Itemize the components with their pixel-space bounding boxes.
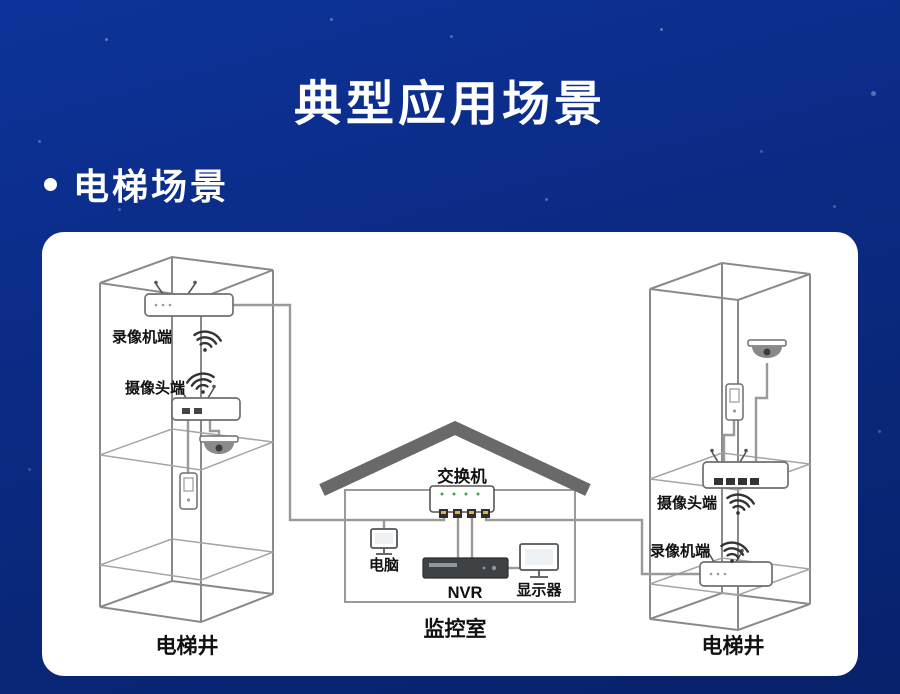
wifi-icon (190, 328, 224, 356)
pc-label: 电脑 (369, 556, 399, 574)
network-wires (186, 303, 769, 576)
wire-switch-to-right-shaft (484, 517, 700, 576)
switch-label: 交换机 (437, 466, 487, 486)
bridge-led (716, 572, 720, 576)
right-dome-camera (747, 339, 787, 358)
nvr-label: NVR (448, 584, 483, 602)
wifi-icon (723, 491, 757, 519)
bridge-led (709, 572, 713, 576)
bridge-led (168, 303, 172, 307)
nvr-knob (491, 565, 497, 571)
wire-bridge-to-dome (208, 420, 221, 437)
shaft-top-face (99, 255, 274, 300)
wire-bridge-to-wall-device (722, 420, 736, 462)
left-camera-bridge-device (171, 384, 241, 421)
pc-screen-inner (375, 533, 393, 544)
shaft-bottom-face (649, 591, 811, 632)
antenna (711, 451, 719, 463)
wall-device-button (732, 409, 737, 413)
antenna (207, 387, 215, 399)
wire-left-shaft-to-switch (233, 303, 446, 522)
monitor-label: 显示器 (516, 582, 562, 599)
bridge-led (154, 303, 158, 307)
left-recorder-bridge-device (144, 280, 234, 317)
antenna (155, 283, 164, 295)
port-pin (455, 511, 460, 514)
port-pin (469, 511, 474, 514)
background-stars (105, 38, 108, 41)
switch-led (452, 492, 456, 496)
dome-lens (763, 348, 771, 356)
wall-device-button (186, 498, 191, 502)
dome-mount (199, 435, 239, 443)
switch-led (476, 492, 480, 496)
bridge-body (144, 293, 234, 317)
antenna-tip (706, 548, 710, 553)
section-heading: 电梯场景 (44, 158, 229, 210)
bridge-led (723, 572, 727, 576)
port (738, 478, 747, 485)
port (182, 408, 190, 414)
left-camera-label: 摄像头端 (125, 379, 185, 397)
switch-body (429, 485, 495, 513)
network-diagram: 录像机端 摄像头端 电梯井 交换机 电脑 NVR 显示器 监控室 摄像头端 录像… (99, 255, 811, 658)
shaft-bottom-face (99, 579, 274, 624)
left-dome-camera (199, 435, 239, 454)
wire-bridge-to-dome (754, 363, 769, 462)
switch-device (429, 485, 495, 518)
bridge-body (171, 397, 241, 421)
pc-icon (370, 528, 398, 555)
antenna (707, 551, 715, 563)
antenna-tip (710, 448, 714, 453)
section-label: 电梯场景 (73, 166, 230, 207)
monitor-screen-inner (525, 549, 553, 565)
floor-slab (99, 428, 274, 471)
left-wall-device (179, 472, 198, 510)
control-room-caption: 监控室 (424, 617, 487, 641)
antenna (179, 387, 187, 399)
port-pin (483, 511, 488, 514)
port (194, 408, 202, 414)
right-camera-bridge-device (702, 448, 789, 489)
antenna (187, 283, 196, 295)
right-shaft-caption: 电梯井 (702, 634, 765, 658)
nvr-vent (429, 563, 457, 567)
left-recorder-label: 录像机端 (112, 328, 172, 346)
bridge-body (699, 561, 773, 587)
bridge-led (161, 303, 165, 307)
wall-device-window (183, 477, 194, 492)
shaft-top-face (649, 261, 811, 302)
switch-ports (439, 509, 490, 518)
switch-led (440, 492, 444, 496)
monitor-icon (519, 543, 559, 578)
bridge-body (702, 461, 789, 489)
wall-device-window (729, 388, 740, 403)
diagram-panel: 录像机端 摄像头端 电梯井 交换机 电脑 NVR 显示器 监控室 摄像头端 录像… (42, 232, 858, 676)
antenna (739, 451, 747, 463)
house-roof (319, 420, 591, 496)
switch-led (464, 492, 468, 496)
antenna-tip (212, 384, 216, 389)
antenna-tip (154, 280, 158, 285)
nvr-led (482, 566, 486, 570)
antenna-tip (744, 448, 748, 453)
antenna-tip (178, 384, 182, 389)
port-pin (441, 511, 446, 514)
floor-slab (99, 538, 274, 581)
port (726, 478, 735, 485)
floor-slab (649, 557, 811, 596)
right-camera-label: 摄像头端 (657, 494, 717, 512)
port (714, 478, 723, 485)
right-wall-device (725, 383, 744, 421)
port (750, 478, 759, 485)
antenna-tip (193, 280, 197, 285)
nvr-icon (422, 557, 509, 579)
bullet-dot (44, 177, 57, 191)
dome-lens (215, 444, 223, 452)
page-title: 典型应用场景 (293, 78, 606, 131)
right-recorder-label: 录像机端 (650, 542, 710, 560)
left-shaft-caption: 电梯井 (156, 634, 219, 658)
dome-mount (747, 339, 787, 347)
